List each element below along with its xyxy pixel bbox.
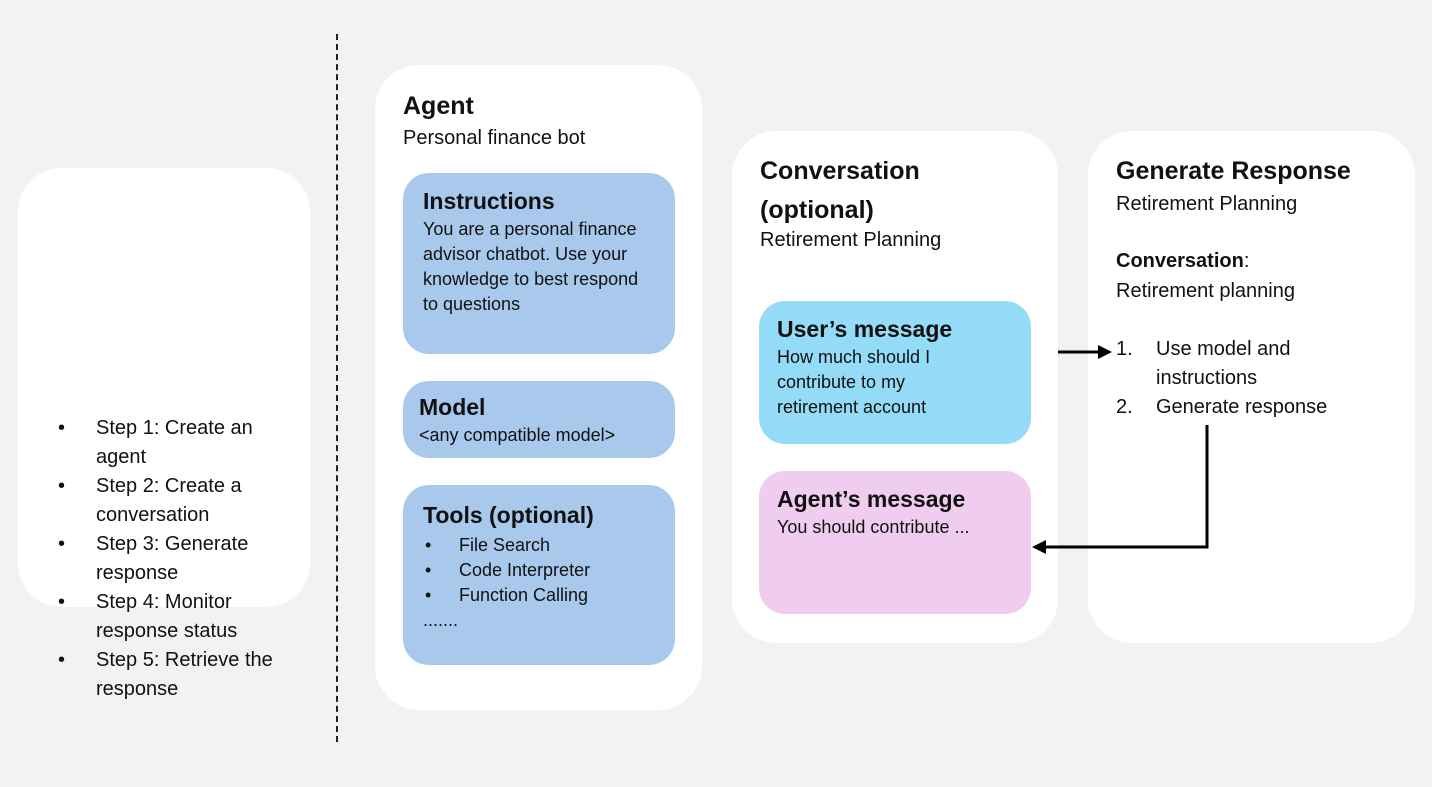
conversation-title-line1: Conversation [760,157,920,185]
tool-item-file-search: File Search [423,533,655,558]
arrow-user-to-generate [1058,345,1112,359]
steps-panel: Step 1: Create an agent Step 2: Create a… [18,168,310,700]
step-item-1: Step 1: Create an agent [54,414,294,472]
conversation-subtitle: Retirement Planning [760,229,942,251]
agent-title: Agent [403,92,474,120]
generate-step-1-number: 1. [1116,338,1133,360]
tools-more: ....... [423,610,459,630]
tool-item-function-calling: Function Calling [423,583,655,608]
user-message-title: User’s message [777,316,953,342]
conversation-title-line2: (optional) [760,196,874,224]
generate-conversation-value: Retirement planning [1116,280,1295,302]
instructions-title: Instructions [423,188,555,214]
user-message-box: User’s message How much should I contrib… [759,301,1031,444]
instructions-box: Instructions You are a personal finance … [403,173,675,354]
conversation-panel: Conversation (optional) Retirement Plann… [732,131,1058,643]
generate-step-2-number: 2. [1116,396,1133,418]
tool-item-code-interpreter: Code Interpreter [423,558,655,583]
generate-subtitle: Retirement Planning [1116,193,1298,215]
tools-title: Tools (optional) [423,502,594,528]
agent-panel: Agent Personal finance bot Instructions … [375,65,702,710]
model-text: <any compatible model> [419,425,616,445]
step-item-2: Step 2: Create a conversation [54,472,294,530]
user-message-text: How much should I contribute to my retir… [777,347,931,417]
agent-message-text: You should contribute ... [777,517,970,537]
generate-title: Generate Response [1116,157,1351,185]
arrow-generate-to-agent-message [1032,425,1209,554]
generate-step-1-text: Use model and instructions [1156,338,1291,389]
tools-list: File Search Code Interpreter Function Ca… [423,533,655,608]
tools-box: Tools (optional) File Search Code Interp… [403,485,675,665]
generate-conversation-label: Conversation [1116,250,1244,272]
generate-step-1: 1. Use model and instructions [1116,335,1396,393]
steps-list: Step 1: Create an agent Step 2: Create a… [54,414,294,704]
model-title: Model [419,394,486,420]
agent-message-box: Agent’s message You should contribute ..… [759,471,1031,614]
dashed-divider [336,34,338,742]
agent-message-title: Agent’s message [777,486,966,512]
step-item-5: Step 5: Retrieve the response [54,646,294,704]
generate-conversation-colon: : [1243,250,1250,272]
generate-response-panel: Generate Response Retirement Planning Co… [1088,131,1415,643]
generate-step-2-text: Generate response [1156,396,1328,418]
model-box: Model <any compatible model> [403,381,675,458]
generate-step-2: 2. Generate response [1116,393,1396,422]
generate-conversation-line: Conversation: [1116,248,1249,274]
generate-steps-list: 1. Use model and instructions 2. Generat… [1116,335,1396,422]
instructions-text: You are a personal finance advisor chatb… [423,219,639,314]
agent-subtitle: Personal finance bot [403,127,586,149]
step-item-3: Step 3: Generate response [54,530,294,588]
step-item-4: Step 4: Monitor response status [54,588,294,646]
